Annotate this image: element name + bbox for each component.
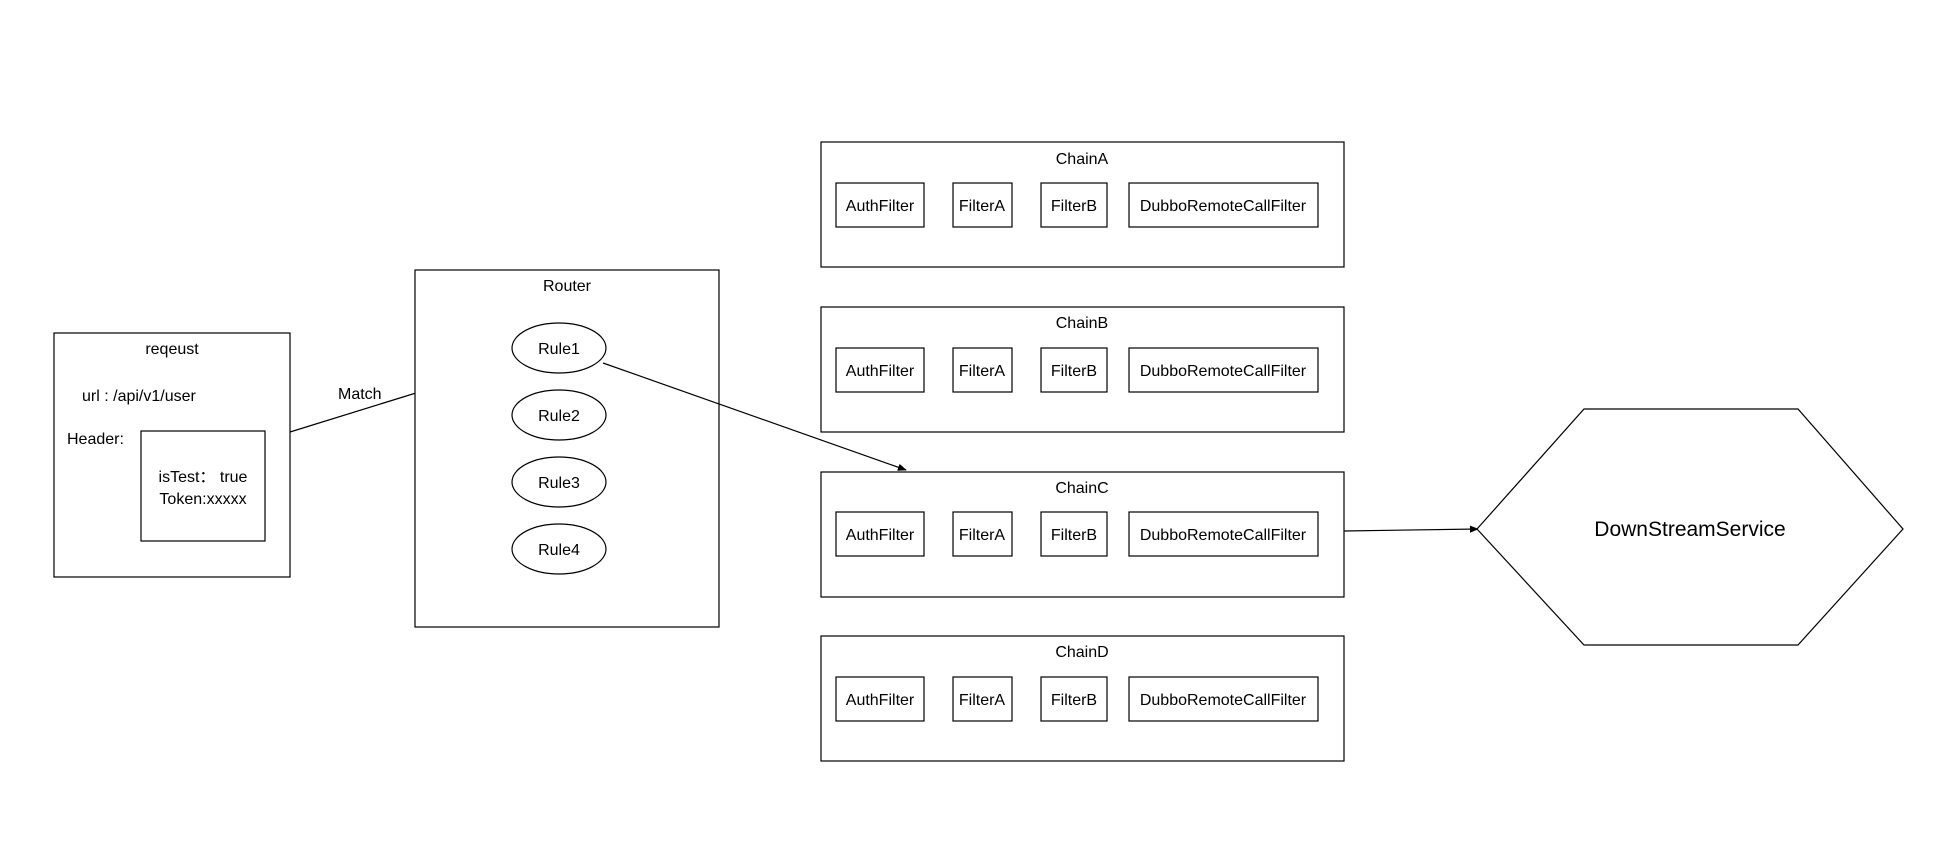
filter-box <box>1128 182 1319 228</box>
filter-box <box>1040 676 1108 722</box>
filter-label: DubboRemoteCallFilter <box>1140 198 1307 215</box>
filter-box <box>835 347 925 393</box>
filter-label: FilterA <box>959 363 1006 380</box>
rule-node <box>511 389 607 441</box>
downstream-label: DownStreamService <box>1594 518 1785 541</box>
filter-label: FilterA <box>959 527 1006 544</box>
filter-box <box>1128 347 1319 393</box>
filter-box <box>1040 511 1108 557</box>
header-value-istest: isTest： true <box>159 469 248 486</box>
filter-box <box>835 182 925 228</box>
request-url: url : /api/v1/user <box>82 388 197 405</box>
rule-label: Rule1 <box>538 341 580 358</box>
chain-d: ChainD AuthFilter FilterA FilterB DubboR… <box>820 635 1345 762</box>
filter-label: DubboRemoteCallFilter <box>1140 692 1307 709</box>
rule1-to-chainc-edge <box>602 362 907 471</box>
filter-label: FilterB <box>1051 527 1097 544</box>
chain-a: ChainA AuthFilter FilterA FilterB DubboR… <box>820 141 1345 268</box>
filter-label: AuthFilter <box>846 527 915 544</box>
filter-label: FilterA <box>959 198 1006 215</box>
downstream-hexagon <box>1476 408 1904 646</box>
request-header-label: Header: <box>67 431 124 448</box>
filter-box <box>1040 182 1108 228</box>
filter-label: AuthFilter <box>846 363 915 380</box>
filter-box <box>952 347 1013 393</box>
chain-c: ChainC AuthFilter FilterA FilterB DubboR… <box>820 471 1345 598</box>
rule-label: Rule3 <box>538 475 580 492</box>
filter-box <box>1128 511 1319 557</box>
filter-box <box>1040 347 1108 393</box>
chain-title: ChainD <box>1055 644 1108 661</box>
rule-node <box>511 322 607 374</box>
rule-label: Rule2 <box>538 408 580 425</box>
filter-label: FilterA <box>959 692 1006 709</box>
header-value-token: Token:xxxxx <box>159 491 246 508</box>
filter-box <box>952 182 1013 228</box>
request-header-box <box>140 430 266 542</box>
filter-box <box>952 511 1013 557</box>
filter-label: AuthFilter <box>846 692 915 709</box>
filter-label: AuthFilter <box>846 198 915 215</box>
router-title: Router <box>543 278 592 295</box>
filter-label: DubboRemoteCallFilter <box>1140 363 1307 380</box>
filter-label: FilterB <box>1051 692 1097 709</box>
match-edge-label: Match <box>338 386 382 403</box>
rule-label: Rule4 <box>538 542 580 559</box>
filter-box <box>835 676 925 722</box>
filter-box <box>835 511 925 557</box>
chainc-to-downstream-edge <box>1343 525 1479 533</box>
filter-box <box>1128 676 1319 722</box>
router-node: Router Rule1 Rule2 Rule3 Rule4 <box>414 269 720 628</box>
chain-title: ChainB <box>1056 315 1108 332</box>
rule-node <box>511 456 607 508</box>
filter-label: DubboRemoteCallFilter <box>1140 527 1307 544</box>
filter-label: FilterB <box>1051 363 1097 380</box>
chain-title: ChainA <box>1056 151 1109 168</box>
chain-b: ChainB AuthFilter FilterA FilterB DubboR… <box>820 306 1345 433</box>
request-node: reqeust url : /api/v1/user Header: isTes… <box>53 332 291 578</box>
request-title: reqeust <box>145 341 199 358</box>
downstream-service-node: DownStreamService <box>1476 408 1904 646</box>
chain-title: ChainC <box>1055 480 1108 497</box>
filter-box <box>952 676 1013 722</box>
filter-label: FilterB <box>1051 198 1097 215</box>
rule-node <box>511 523 607 575</box>
